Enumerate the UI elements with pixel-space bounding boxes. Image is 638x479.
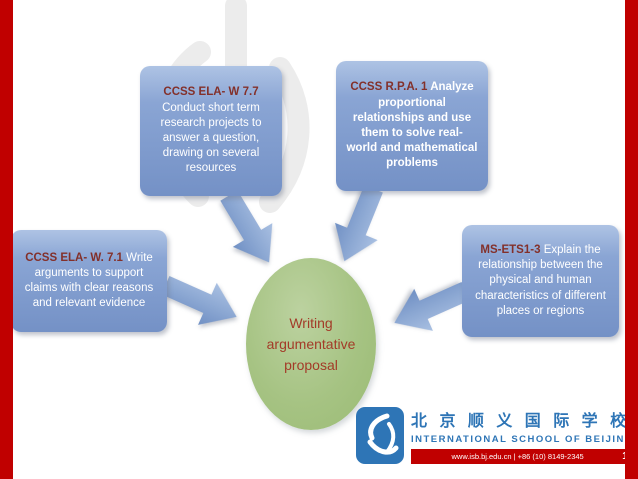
standard-box-ms-ets1-3: MS-ETS1-3 Explain the relationship betwe… bbox=[462, 225, 619, 337]
footer-logo-block: 北 京 顺 义 国 际 学 校 INTERNATIONAL SCHOOL OF … bbox=[356, 407, 634, 464]
box-body: Write arguments to support claims with c… bbox=[24, 251, 154, 310]
right-accent-bar bbox=[625, 0, 638, 479]
contact-info: www.isb.bj.edu.cn | +86 (10) 8149-2345 bbox=[451, 452, 584, 461]
arrow-from-right-box bbox=[394, 282, 470, 331]
box-body: Analyze proportional relationships and u… bbox=[346, 81, 478, 170]
school-name-english: INTERNATIONAL SCHOOL OF BEIJING bbox=[411, 434, 634, 445]
isb-logo-icon bbox=[356, 407, 404, 464]
central-topic-label: Writing argumentative proposal bbox=[266, 314, 356, 373]
arrow-from-left-box bbox=[161, 276, 237, 325]
standard-box-ccss-ela-w7-1: CCSS ELA- W. 7.1 Write arguments to supp… bbox=[11, 230, 167, 332]
box-body: Explain the relationship between the phy… bbox=[475, 244, 606, 317]
central-topic-ellipse: Writing argumentative proposal bbox=[246, 258, 376, 430]
arrow-from-topleft-box bbox=[220, 190, 273, 263]
box-title: CCSS R.P.A. 1 bbox=[350, 81, 428, 94]
school-name-chinese: 北 京 顺 义 国 际 学 校 bbox=[411, 413, 631, 430]
contact-bar: www.isb.bj.edu.cn | +86 (10) 8149-2345 1 bbox=[411, 449, 634, 464]
box-title: MS-ETS1-3 bbox=[480, 244, 541, 257]
footer-text-column: 北 京 顺 义 国 际 学 校 INTERNATIONAL SCHOOL OF … bbox=[411, 407, 634, 464]
box-body: Conduct short term research projects to … bbox=[160, 101, 262, 175]
left-accent-bar bbox=[0, 0, 13, 479]
box-title: CCSS ELA- W. 7.1 bbox=[25, 251, 123, 264]
standard-box-ccss-rpa-1: CCSS R.P.A. 1 Analyze proportional relat… bbox=[336, 61, 488, 191]
box-title: CCSS ELA- W 7.7 bbox=[163, 86, 259, 99]
standard-box-ccss-ela-w7-7: CCSS ELA- W 7.7 Conduct short term resea… bbox=[140, 66, 282, 196]
arrow-from-topright-box bbox=[335, 185, 383, 262]
